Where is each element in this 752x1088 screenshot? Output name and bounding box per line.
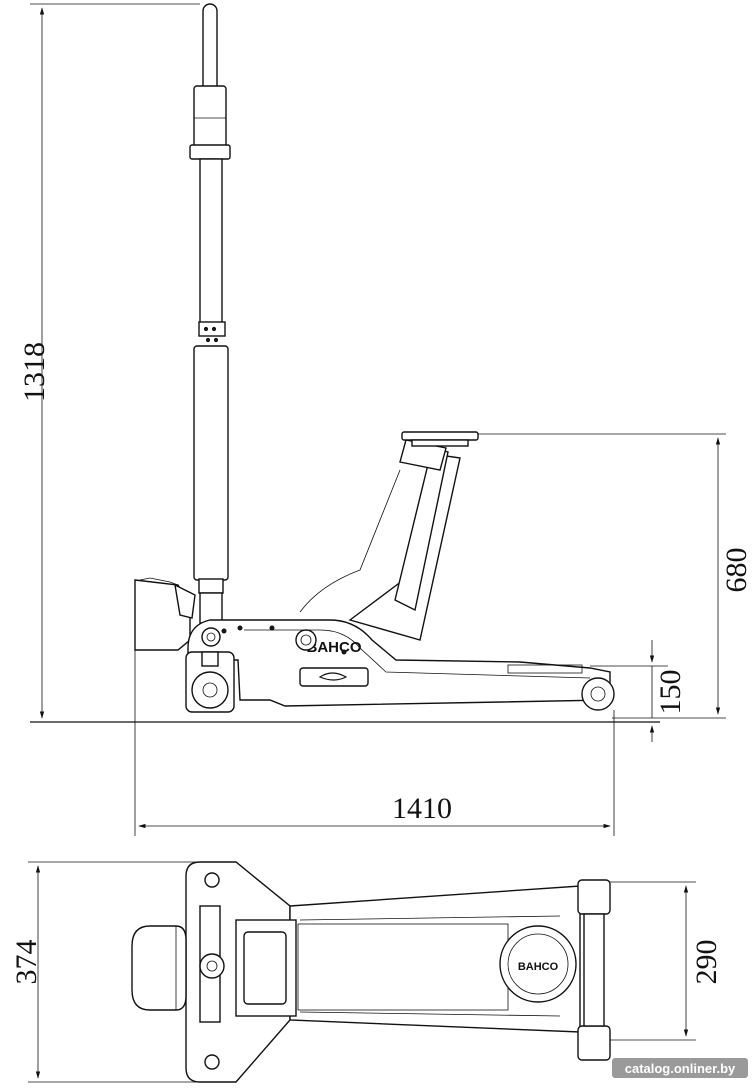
dimension-min-height: 150: [590, 640, 687, 742]
rear-wheel: [185, 651, 235, 713]
lift-arm: [299, 439, 461, 641]
pump-disc: [499, 925, 577, 1003]
handle-pad: [131, 925, 187, 1011]
frame-width-value: 290: [690, 940, 723, 985]
side-logo-text: BAHCO: [307, 639, 362, 656]
overall-width-value: 374: [10, 940, 43, 985]
front-roller: [507, 664, 615, 711]
main-body: BAHCO: [187, 619, 611, 707]
min-height-value: 150: [654, 670, 687, 715]
watermark-text: catalog.onliner.by: [625, 1061, 736, 1076]
dimension-overall-width: 374: [10, 861, 200, 1083]
watermark: catalog.onliner.by: [612, 1058, 748, 1078]
top-view: BAHCO: [131, 861, 611, 1083]
dimension-length: 1410: [134, 580, 615, 836]
handle: [189, 3, 231, 624]
dimension-frame-width: 290: [610, 881, 723, 1041]
saddle: [401, 431, 479, 447]
side-view: BAHCO: [30, 3, 660, 723]
rear-bracket: [134, 577, 196, 651]
top-logo-text: BAHCO: [518, 961, 559, 973]
saddle-height-value: 680: [720, 548, 752, 593]
length-value: 1410: [392, 792, 452, 825]
dimension-saddle-height: 680: [478, 433, 752, 719]
overall-height-value: 1318: [18, 342, 51, 402]
dimension-overall-height: 1318: [18, 3, 200, 719]
